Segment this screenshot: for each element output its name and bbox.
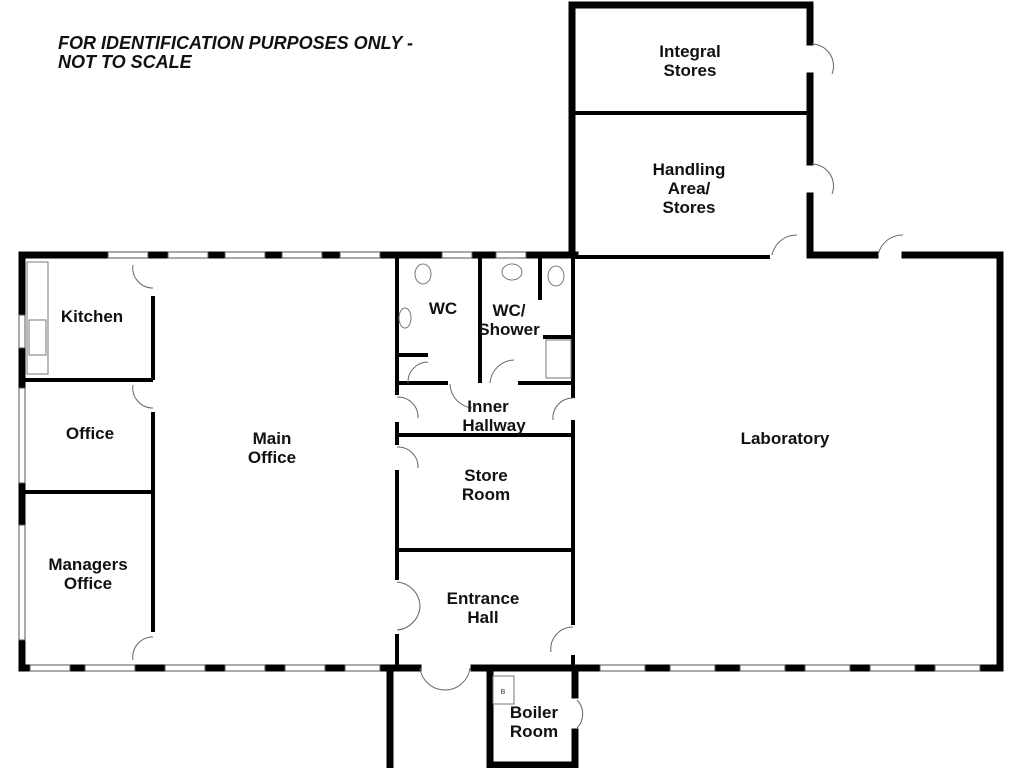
label-office: Office: [66, 424, 114, 443]
label-wc-shower: WC/Shower: [478, 301, 540, 339]
label-wc: WC: [429, 299, 457, 318]
sink-icon: [28, 319, 47, 356]
disclaimer-line-1: FOR IDENTIFICATION PURPOSES ONLY -: [58, 33, 414, 53]
interior-walls: [22, 258, 575, 668]
basin-icon: [398, 307, 412, 329]
toilet-icon: [414, 263, 432, 285]
doors: [132, 43, 904, 729]
boiler-icon: [492, 675, 515, 705]
windows: [18, 251, 981, 672]
disclaimer-note: FOR IDENTIFICATION PURPOSES ONLY - NOT T…: [58, 34, 413, 72]
fixtures: B: [26, 261, 572, 705]
label-laboratory: Laboratory: [741, 429, 830, 448]
boiler-mark: B: [501, 689, 506, 696]
exterior-walls: [18, 1, 1004, 768]
basin-icon: [501, 263, 523, 281]
disclaimer-line-2: NOT TO SCALE: [58, 52, 192, 72]
shower-tray-icon: [545, 339, 572, 379]
toilet-icon: [547, 265, 565, 287]
kitchen-counter: [26, 261, 49, 375]
label-kitchen: Kitchen: [61, 307, 123, 326]
